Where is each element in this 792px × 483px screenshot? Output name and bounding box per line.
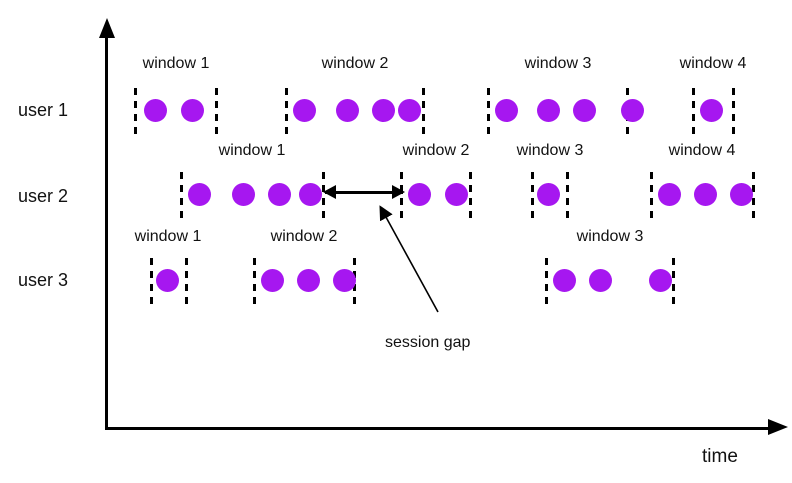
window-label: window 2 [402,142,470,159]
event-dot [553,269,576,292]
event-dot [694,183,717,206]
event-dot [445,183,468,206]
window-label: window 1 [134,228,202,245]
window-right-boundary [469,172,472,218]
user-row-label: user 1 [18,100,69,120]
session-window [650,172,755,218]
window-right-boundary [215,88,218,134]
event-dot [232,183,255,206]
user-row-label: user 3 [18,270,69,290]
window-right-boundary [422,88,425,134]
event-dot [398,99,421,122]
y-axis-arrow-icon [99,18,115,38]
event-dot [649,269,672,292]
session-window [134,88,218,134]
event-dot [621,99,644,122]
window-right-boundary [752,172,755,218]
session-gap-label: session gap [385,334,471,351]
event-dot [268,183,291,206]
event-dot [537,183,560,206]
window-label: window 4 [668,142,736,159]
window-left-boundary [180,172,183,218]
y-axis-line [105,36,108,430]
event-dot [181,99,204,122]
window-left-boundary [285,88,288,134]
event-dot [372,99,395,122]
x-axis-label: time [702,446,738,467]
session-gap-arrow-shaft [325,191,403,194]
event-dot [495,99,518,122]
session-window [545,258,675,304]
event-dot [297,269,320,292]
event-dot [156,269,179,292]
window-right-boundary [672,258,675,304]
window-right-boundary [185,258,188,304]
window-left-boundary [253,258,256,304]
session-gap-arrow-right-head-icon [392,185,405,199]
session-window [285,88,425,134]
user-row-label: user 2 [18,186,69,206]
event-dot [261,269,284,292]
window-left-boundary [134,88,137,134]
window-left-boundary [545,258,548,304]
window-left-boundary [531,172,534,218]
window-right-boundary [732,88,735,134]
x-axis-arrow-icon [768,419,788,435]
window-label: window 1 [142,55,210,72]
window-label: window 3 [524,55,592,72]
window-left-boundary [150,258,153,304]
window-label: window 2 [321,55,389,72]
window-label: window 1 [218,142,286,159]
window-left-boundary [692,88,695,134]
event-dot [299,183,322,206]
window-left-boundary [650,172,653,218]
event-dot [573,99,596,122]
window-label: window 2 [270,228,338,245]
event-dot [408,183,431,206]
window-right-boundary [566,172,569,218]
window-label: window 3 [576,228,644,245]
window-left-boundary [487,88,490,134]
session-gap-arrow-left-head-icon [323,185,336,199]
event-dot [537,99,560,122]
event-dot [730,183,753,206]
event-dot [658,183,681,206]
session-window [150,258,188,304]
event-dot [144,99,167,122]
event-dot [589,269,612,292]
x-axis-line [105,427,780,430]
window-label: window 3 [516,142,584,159]
event-dot [293,99,316,122]
event-dot [333,269,356,292]
event-dot [188,183,211,206]
event-dot [336,99,359,122]
event-dot [700,99,723,122]
window-label: window 4 [679,55,747,72]
session-window [531,172,569,218]
session-window [692,88,735,134]
